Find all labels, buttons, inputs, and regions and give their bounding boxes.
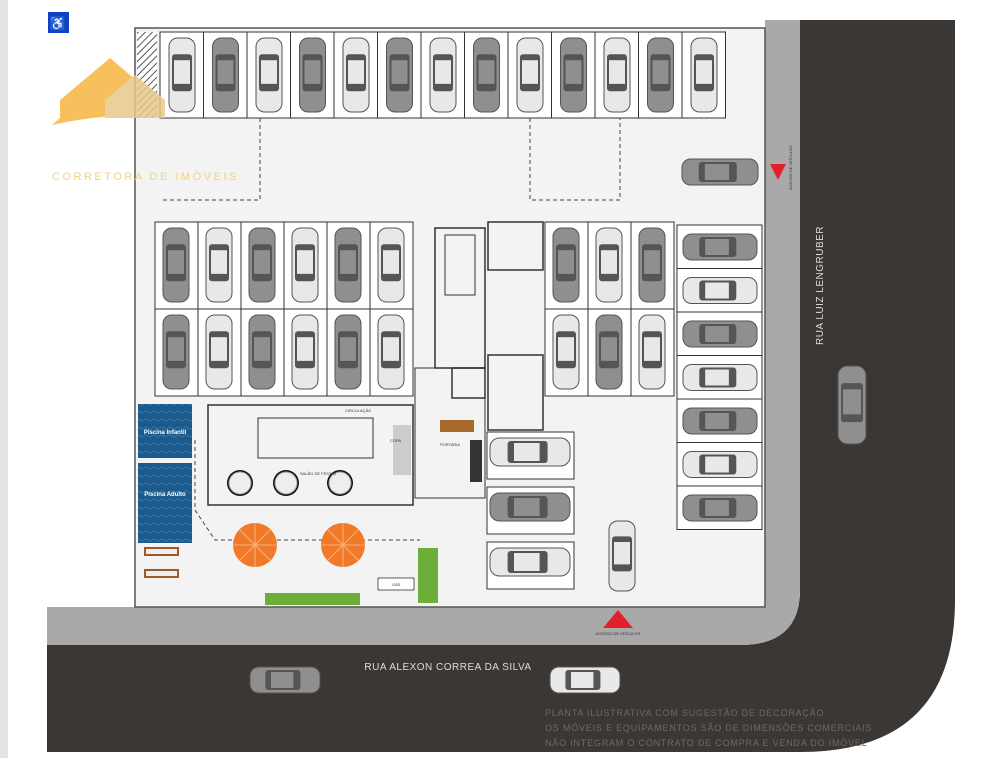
gas-enclosure [377, 577, 415, 591]
car [342, 37, 370, 113]
sun-lounger [144, 569, 179, 578]
car [603, 37, 631, 113]
car [560, 37, 587, 113]
umbrella [233, 523, 277, 567]
kids-pool [138, 404, 192, 458]
room-label-kitchen: COPA [390, 438, 401, 443]
car [647, 37, 674, 113]
kitchen-counter [393, 425, 411, 475]
garden-strip [418, 548, 438, 603]
room-label-circulation: CIRCULAÇÃO [345, 408, 371, 413]
car [682, 407, 758, 435]
car [682, 320, 758, 348]
car [549, 666, 621, 694]
car [552, 227, 580, 303]
car [682, 364, 758, 391]
car [386, 37, 413, 113]
logo [52, 58, 165, 125]
entrance-marker-bottom [603, 610, 633, 628]
car [489, 437, 571, 467]
car [299, 37, 326, 113]
umbrella [321, 523, 365, 567]
car [168, 37, 196, 113]
car [682, 451, 758, 478]
accessibility-badge [48, 12, 69, 33]
car [690, 37, 718, 113]
entrance-label-bottom: ACESSO DE VEÍCULOS [596, 631, 641, 636]
adult-pool [138, 463, 192, 543]
road [47, 20, 955, 752]
car [205, 227, 233, 303]
car [429, 37, 457, 113]
car [473, 37, 500, 113]
car [205, 314, 233, 390]
footnote-line: NÃO INTEGRAM O CONTRATO DE COMPRA E VEND… [545, 738, 868, 748]
dashed-guides [160, 118, 621, 541]
car [595, 227, 623, 303]
car [681, 158, 759, 186]
car [682, 233, 758, 261]
car [248, 227, 276, 303]
entrance-label-right: ACESSO DE VEÍCULOS [788, 145, 793, 190]
room-label-lobby: PORTARIA [440, 442, 460, 447]
car [516, 37, 544, 113]
round-table [227, 470, 253, 496]
car [334, 227, 362, 303]
street-name-bottom: RUA ALEXON CORREA DA SILVA [364, 662, 531, 673]
kids-pool-label: Piscina Infantil [144, 430, 187, 436]
car [334, 314, 362, 390]
car [255, 37, 283, 113]
car [682, 494, 758, 522]
car [489, 492, 571, 522]
car [162, 227, 190, 303]
round-table [327, 470, 353, 496]
room-label-party-hall: SALÃO DE FESTAS [300, 471, 337, 476]
car [682, 277, 758, 304]
car [837, 365, 867, 445]
reception-desk [440, 420, 474, 432]
entrance-marker-right [770, 164, 786, 180]
garden-strip [265, 593, 360, 605]
left-edge-strip [0, 0, 8, 758]
street-name-right: RUA LUIZ LENGRUBER [815, 226, 826, 345]
cars [162, 37, 867, 694]
car [595, 314, 623, 390]
car [248, 314, 276, 390]
car [552, 314, 580, 390]
car [489, 547, 571, 577]
footnote-line: OS MÓVEIS E EQUIPAMENTOS SÃO DE DIMENSÕE… [545, 723, 872, 733]
footnote-line: PLANTA ILUSTRATIVA COM SUGESTÃO DE DECOR… [545, 708, 824, 718]
round-table [273, 470, 299, 496]
room-label-gas: GÁS [392, 582, 401, 587]
car [638, 314, 666, 390]
car [291, 314, 319, 390]
car [377, 314, 405, 390]
car [212, 37, 239, 113]
car [249, 666, 321, 694]
core-block [207, 221, 544, 506]
car [162, 314, 190, 390]
tables [227, 470, 353, 496]
car [377, 227, 405, 303]
adult-pool-label: Piscina Adulto [144, 492, 186, 498]
logo-text: CORRETORA DE IMÓVEIS [52, 170, 239, 183]
sofa [470, 440, 482, 482]
car [638, 227, 666, 303]
car [608, 520, 636, 592]
wheelchair-icon: ♿ [50, 16, 66, 31]
car [291, 227, 319, 303]
sun-lounger [144, 547, 179, 556]
